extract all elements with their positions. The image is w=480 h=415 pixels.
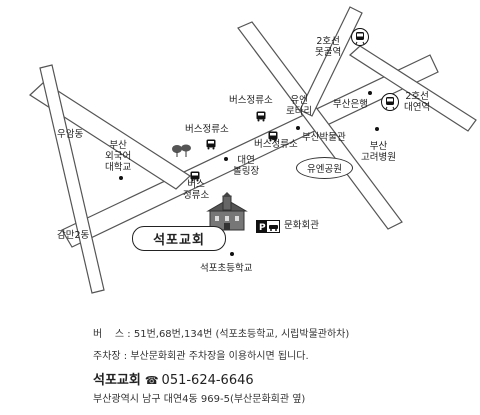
phone-icon: ☎ [144,374,159,387]
place-marker [119,176,123,180]
place-gammam: 감만2동 [57,230,90,241]
bus-stop-label: 버스정류소 [229,95,273,106]
location-map: 2호선 못골역 2호선 대연역 버스정류소 버스정류소 버스 정류소 버스정류소… [29,6,477,294]
address: 부산광역시 남구 대연4동 969-5(부산문화회관 옆) [93,394,306,405]
place-uam: 우암동 [57,129,84,140]
subway-icon [381,93,399,115]
place-hospital: 부산 고려병원 [361,141,396,163]
subway-icon [351,28,369,50]
bus-info-text: 51번,68번,134번 (석포초등학교, 시립박물관하차) [133,329,350,340]
bus-icon [256,107,266,126]
place-bufs: 부산 외국어 대학교 [105,140,132,173]
parking-info-text: 부산문화회관 주차장을 이용하시면 됩니다. [130,351,309,362]
parking-info: 주차장 : 부산문화회관 주차장을 이용하시면 됩니다. [93,347,309,362]
svg-text:P: P [259,223,266,233]
bus-stop-label: 버스정류소 [185,124,229,135]
place-marker [296,126,300,130]
place-seokpo-school: 석포초등학교 [200,263,253,274]
bus-icon [190,167,200,186]
tree-icon [171,143,193,162]
church-name: 석포교회 [93,373,141,388]
phone-number: 051-624-6646 [161,373,254,388]
bus-info-label: 버 스 : [93,329,134,340]
church-icon [206,192,250,236]
place-culture-hall: 문화회관 [284,220,319,231]
place-un-park: 유엔공원 [296,157,353,179]
bus-icon [268,127,278,146]
parking-icon: P [256,218,280,237]
church-label: 석포교회 [132,226,226,251]
place-museum: 부산박물관 [302,132,346,143]
road-network [29,6,477,294]
bus-icon [206,135,216,154]
bus-stop-label: 버스정류소 [254,139,298,150]
bus-info: 버 스 : 51번,68번,134번 (석포초등학교, 시립박물관하차) [93,325,349,340]
road-left-vertical [39,64,105,294]
place-busan-bank: 부산은행 [333,99,368,110]
subway-label-daeyeon: 2호선 대연역 [404,91,431,113]
place-marker [368,91,372,95]
parking-info-label: 주차장 : [93,351,131,362]
subway-label-motgol: 2호선 못골역 [315,36,342,58]
road-north [299,6,363,117]
place-marker [224,157,228,161]
road-bufs [29,81,191,190]
place-daeyeon-bowling: 대연 볼링장 [233,155,260,177]
bus-stop-label: 버스 정류소 [183,179,210,201]
road-northeast [349,45,477,132]
place-marker [230,252,234,256]
place-un-rotary: 유엔 로타리 [286,95,313,117]
place-marker [375,127,379,131]
contact-line: 석포교회☎051-624-6646 [93,369,254,388]
